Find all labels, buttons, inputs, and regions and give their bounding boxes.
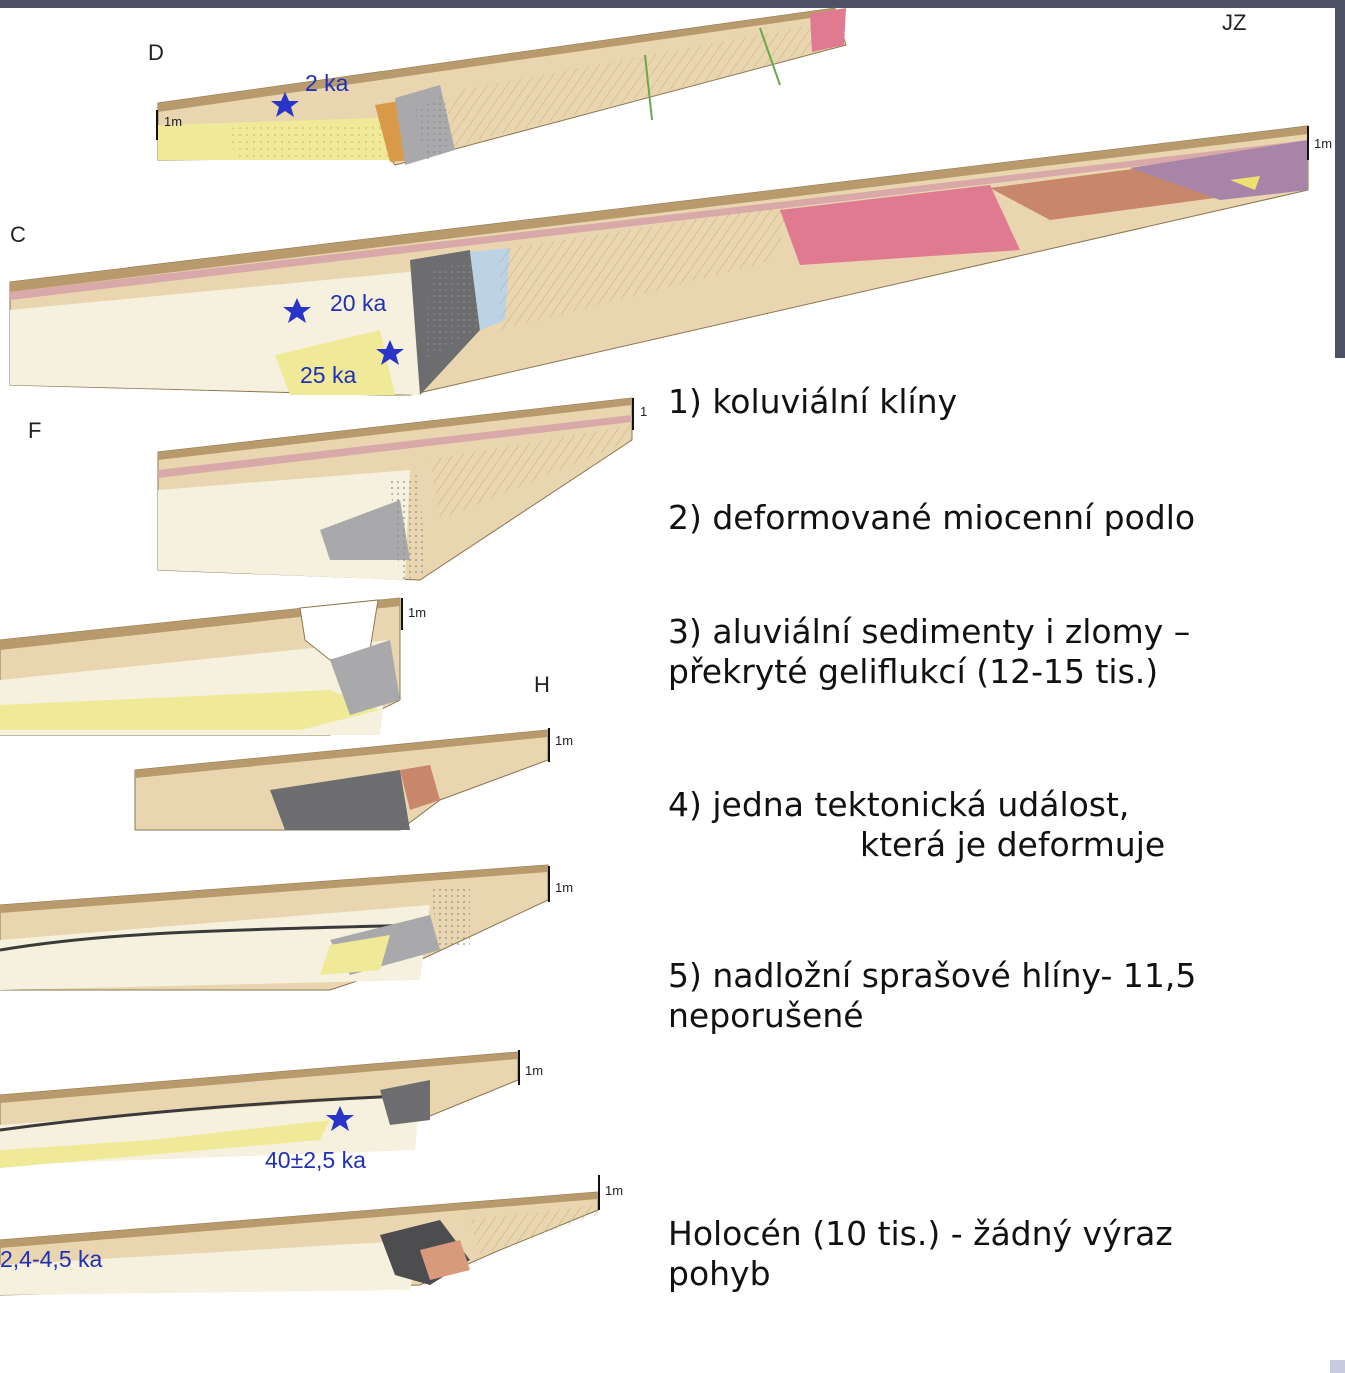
scale-label: 1m — [164, 114, 182, 129]
direction-label-jz: JZ — [1222, 10, 1246, 36]
scale-label: 1m — [1314, 136, 1332, 151]
profile-label-h: H — [534, 672, 550, 698]
note-5b: neporušené — [668, 996, 864, 1036]
profile-c — [10, 126, 1308, 395]
note-3b: překryté geliflukcí (12-15 tis.) — [668, 652, 1158, 692]
scale-label: 1m — [605, 1183, 623, 1198]
note-1: 1) koluviální klíny — [668, 382, 957, 422]
age-label-d: 2 ka — [305, 70, 348, 97]
note-3a: 3) aluviální sedimenty i zlomy – — [668, 612, 1190, 652]
profile-label-c: C — [10, 222, 26, 248]
holocene-line-2: pohyb — [668, 1254, 771, 1294]
profile-label-f: F — [28, 418, 41, 444]
profile-d — [158, 8, 846, 165]
scale-label-short: 1 — [640, 404, 647, 419]
age-label-g: 40±2,5 ka — [265, 1147, 366, 1174]
scale-label: 1m — [525, 1063, 543, 1078]
age-label-bottom: 2,4-4,5 ka — [0, 1246, 102, 1273]
scale-label: 1m — [408, 605, 426, 620]
profile-j — [0, 1052, 518, 1168]
scale-label: 1m — [555, 880, 573, 895]
holocene-line-1: Holocén (10 tis.) - žádný výraz — [668, 1214, 1173, 1254]
profile-g — [0, 598, 400, 735]
profile-i — [0, 865, 548, 990]
profile-f — [158, 398, 632, 580]
note-2: 2) deformované miocenní podlo — [668, 498, 1195, 538]
note-5a: 5) nadložní sprašové hlíny- 11,5 — [668, 956, 1196, 996]
profile-h — [135, 730, 548, 830]
age-label-c1: 20 ka — [330, 290, 386, 317]
scale-label: 1m — [555, 733, 573, 748]
profile-k — [0, 1192, 598, 1295]
note-4b: která je deformuje — [860, 825, 1165, 865]
note-4a: 4) jedna tektonická událost, — [668, 785, 1129, 825]
age-label-c2: 25 ka — [300, 362, 356, 389]
profile-label-d: D — [148, 40, 164, 66]
